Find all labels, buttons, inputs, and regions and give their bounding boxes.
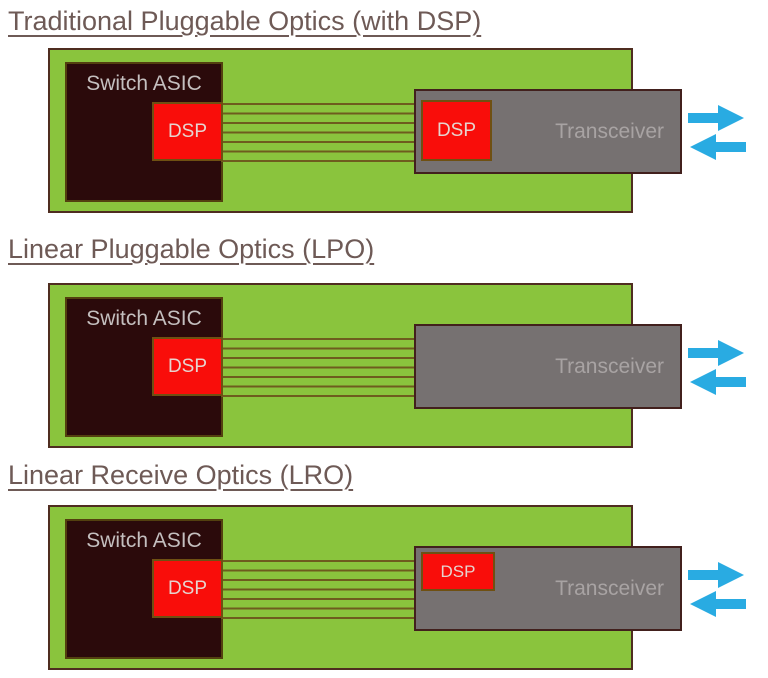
switch-asic-label: Switch ASIC <box>86 72 202 95</box>
section-title-lpo: Linear Pluggable Optics (LPO) <box>8 234 375 264</box>
transceiver-module: DSP Transceiver <box>414 546 682 631</box>
switch-asic-chip: Switch ASIC <box>65 519 223 659</box>
asic-dsp-chip: DSP <box>152 337 223 396</box>
pcb-board-lro: Switch ASIC DSP DSP Transceiver <box>48 505 746 670</box>
asic-dsp-chip: DSP <box>152 559 223 618</box>
transceiver-label: Transceiver <box>555 119 664 143</box>
switch-asic-label: Switch ASIC <box>86 529 202 552</box>
transceiver-label: Transceiver <box>555 576 664 600</box>
transceiver-module: DSP Transceiver <box>414 89 682 174</box>
bidirectional-arrows-icon <box>688 562 746 617</box>
pcb-board-traditional: Switch ASIC DSP DSP Transceiver <box>48 48 746 213</box>
electrical-traces <box>221 338 416 397</box>
bidirectional-arrows-icon <box>688 340 746 395</box>
transceiver-module: Transceiver <box>414 324 682 409</box>
asic-dsp-chip: DSP <box>152 102 223 161</box>
switch-asic-label: Switch ASIC <box>86 307 202 330</box>
section-title-traditional: Traditional Pluggable Optics (with DSP) <box>8 6 482 36</box>
electrical-traces <box>221 103 416 162</box>
section-title-lro: Linear Receive Optics (LRO) <box>8 460 354 490</box>
pcb-board-lpo: Switch ASIC DSP Transceiver <box>48 283 746 448</box>
transceiver-dsp-chip: DSP <box>421 552 495 591</box>
transceiver-dsp-chip: DSP <box>421 100 492 161</box>
bidirectional-arrows-icon <box>688 105 746 160</box>
transceiver-label: Transceiver <box>555 354 664 378</box>
electrical-traces <box>221 560 416 619</box>
